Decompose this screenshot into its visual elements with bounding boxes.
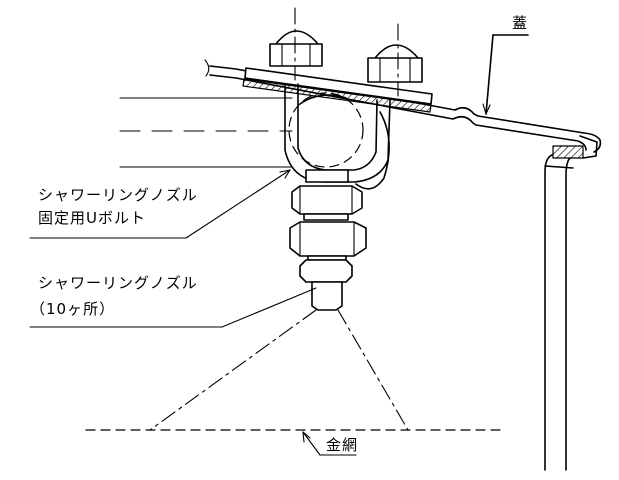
lid-plate — [204, 59, 602, 159]
label-nozzle-line2: （10ヶ所） — [30, 300, 116, 318]
nozzle-ball — [288, 92, 364, 168]
tank-wall — [544, 154, 574, 471]
spray-cone — [149, 309, 409, 431]
leader-mesh — [302, 431, 357, 456]
label-lid: 蓋 — [512, 14, 529, 32]
label-ubolt-line1: シャワーリングノズル — [38, 186, 198, 204]
label-ubolt-line2: 固定用Uボルト — [38, 209, 146, 227]
cap-nut-left — [269, 7, 323, 81]
cap-nut-right — [367, 23, 423, 97]
label-nozzle-line1: シャワーリングノズル — [38, 274, 198, 292]
leader-nozzle — [29, 287, 317, 328]
label-mesh: 金網 — [326, 436, 359, 454]
leader-ubolt — [29, 169, 291, 239]
nozzle-body — [289, 169, 367, 311]
leader-lid — [482, 34, 529, 115]
reference-lines — [119, 97, 293, 168]
